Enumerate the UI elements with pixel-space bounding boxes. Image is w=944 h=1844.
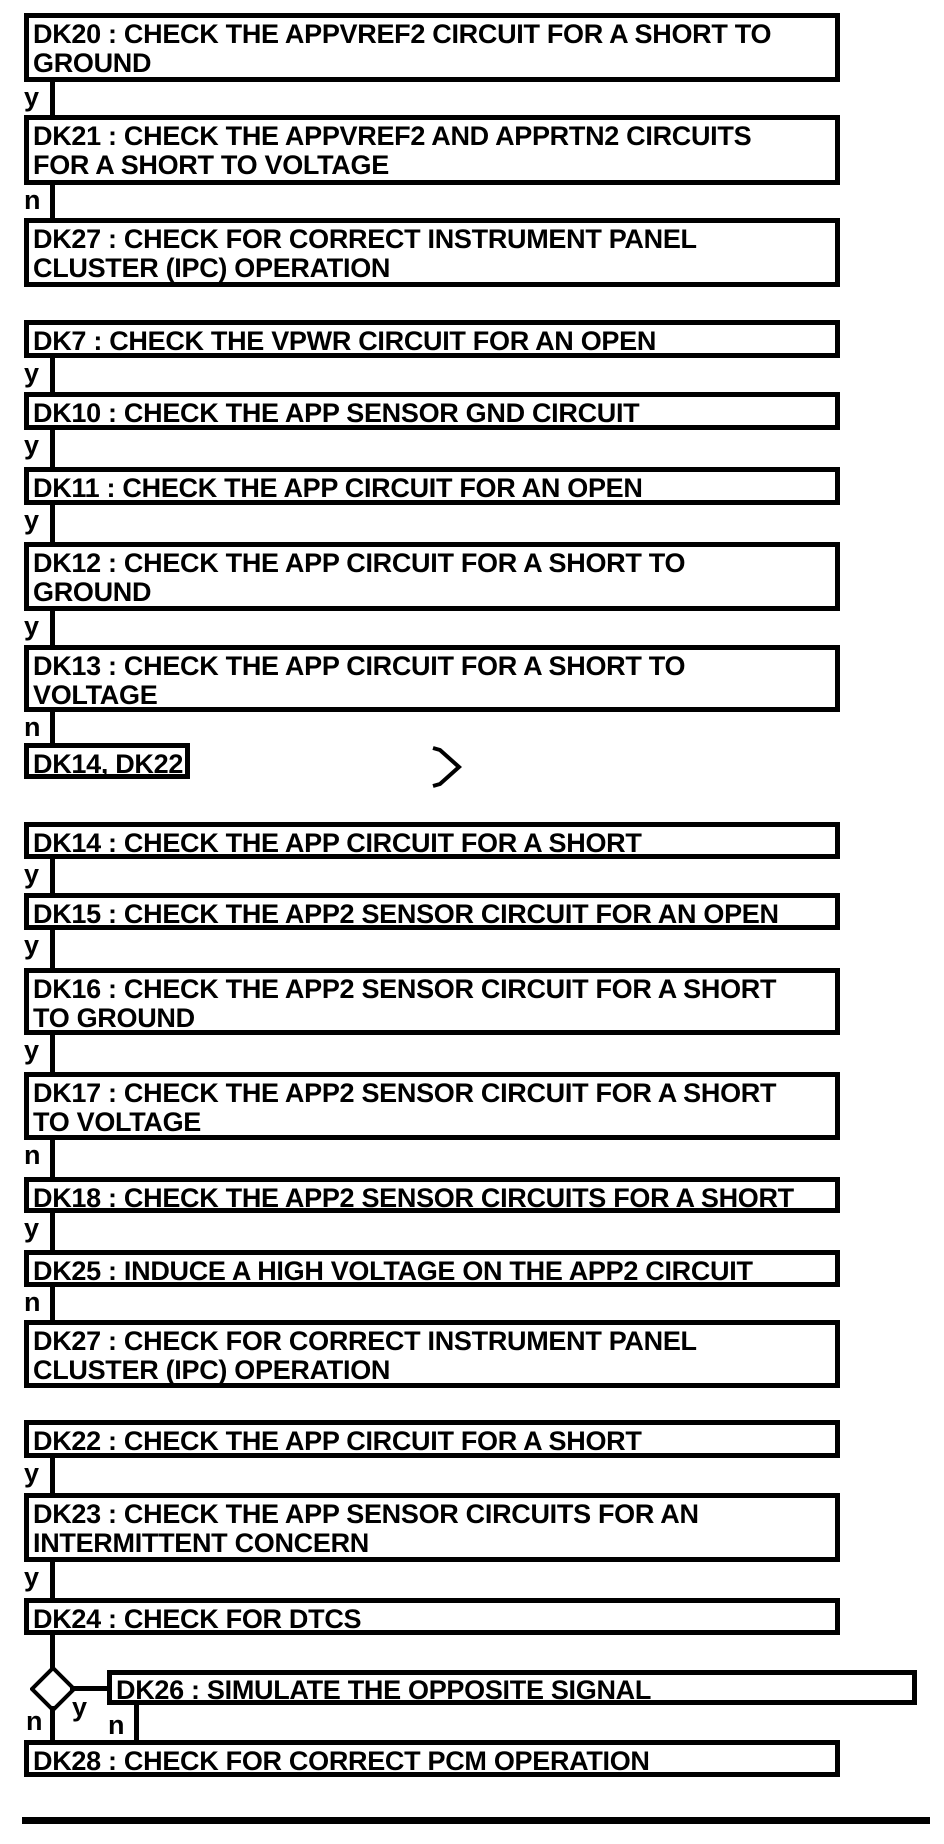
flow-node-dk23: DK23 : CHECK THE APP SENSOR CIRCUITS FOR… xyxy=(24,1493,840,1562)
connector-line xyxy=(50,358,55,392)
node-text: DK22 : CHECK THE APP CIRCUIT FOR A SHORT xyxy=(33,1426,642,1456)
branch-label-yes: y xyxy=(24,1035,40,1065)
connector-line xyxy=(70,1686,112,1691)
node-text: DK28 : CHECK FOR CORRECT PCM OPERATION xyxy=(33,1746,650,1776)
connector-line xyxy=(50,712,55,743)
node-text: GROUND xyxy=(33,577,152,607)
flow-node-dk21: DK21 : CHECK THE APPVREF2 AND APPRTN2 CI… xyxy=(24,115,840,185)
connector-line xyxy=(50,611,55,645)
branch-label-no: n xyxy=(108,1710,125,1740)
node-text: DK24 : CHECK FOR DTCS xyxy=(33,1604,362,1634)
node-text: DK13 : CHECK THE APP CIRCUIT FOR A SHORT… xyxy=(33,651,686,681)
branch-label-yes: y xyxy=(24,1562,40,1592)
node-text: CLUSTER (IPC) OPERATION xyxy=(33,1355,391,1385)
flow-node-dk15: DK15 : CHECK THE APP2 SENSOR CIRCUIT FOR… xyxy=(24,893,840,930)
flow-node-dk27-first: DK27 : CHECK FOR CORRECT INSTRUMENT PANE… xyxy=(24,218,840,287)
flow-node-dk26: DK26 : SIMULATE THE OPPOSITE SIGNAL xyxy=(107,1670,917,1705)
branch-label-yes: y xyxy=(24,358,40,388)
connector-line xyxy=(50,1635,55,1671)
connector-line xyxy=(50,859,55,893)
chevron-right-icon xyxy=(432,746,462,788)
connector-line xyxy=(50,1458,55,1493)
node-text: CLUSTER (IPC) OPERATION xyxy=(33,253,391,283)
flow-node-dk22: DK22 : CHECK THE APP CIRCUIT FOR A SHORT xyxy=(24,1420,840,1458)
node-text: GROUND xyxy=(33,48,152,78)
flow-node-dk14: DK14 : CHECK THE APP CIRCUIT FOR A SHORT xyxy=(24,822,840,859)
flow-node-dk28: DK28 : CHECK FOR CORRECT PCM OPERATION xyxy=(24,1740,840,1777)
flow-node-dk11: DK11 : CHECK THE APP CIRCUIT FOR AN OPEN xyxy=(24,467,840,505)
flow-node-dk18: DK18 : CHECK THE APP2 SENSOR CIRCUITS FO… xyxy=(24,1177,840,1213)
connector-line xyxy=(50,82,55,115)
branch-label-no: n xyxy=(26,1706,43,1736)
flow-node-dk17: DK17 : CHECK THE APP2 SENSOR CIRCUIT FOR… xyxy=(24,1072,840,1140)
branch-label-yes: y xyxy=(24,82,40,112)
node-text: DK16 : CHECK THE APP2 SENSOR CIRCUIT FOR… xyxy=(33,974,777,1004)
node-text: FOR A SHORT TO VOLTAGE xyxy=(33,150,389,180)
node-text: DK21 : CHECK THE APPVREF2 AND APPRTN2 CI… xyxy=(33,121,752,151)
connector-line xyxy=(50,1140,55,1177)
node-text: DK7 : CHECK THE VPWR CIRCUIT FOR AN OPEN xyxy=(33,326,657,356)
connector-line xyxy=(50,430,55,467)
node-text: INTERMITTENT CONCERN xyxy=(33,1528,369,1558)
node-text: DK17 : CHECK THE APP2 SENSOR CIRCUIT FOR… xyxy=(33,1078,777,1108)
node-text: DK23 : CHECK THE APP SENSOR CIRCUITS FOR… xyxy=(33,1499,699,1529)
node-text: TO GROUND xyxy=(33,1003,195,1033)
node-text: DK14, DK22 xyxy=(33,749,184,779)
flow-node-dk16: DK16 : CHECK THE APP2 SENSOR CIRCUIT FOR… xyxy=(24,968,840,1035)
connector-line xyxy=(50,185,55,218)
branch-label-no: n xyxy=(24,712,41,742)
node-text: TO VOLTAGE xyxy=(33,1107,202,1137)
branch-label-yes: y xyxy=(24,505,40,535)
branch-label-no: n xyxy=(24,1140,41,1170)
connector-line xyxy=(50,1706,55,1740)
flow-node-dk27-second: DK27 : CHECK FOR CORRECT INSTRUMENT PANE… xyxy=(24,1320,840,1388)
branch-label-yes: y xyxy=(24,1213,40,1243)
flow-node-dk7: DK7 : CHECK THE VPWR CIRCUIT FOR AN OPEN xyxy=(24,320,840,358)
flow-node-dk25: DK25 : INDUCE A HIGH VOLTAGE ON THE APP2… xyxy=(24,1250,840,1287)
node-text: DK27 : CHECK FOR CORRECT INSTRUMENT PANE… xyxy=(33,1326,697,1356)
node-text: DK27 : CHECK FOR CORRECT INSTRUMENT PANE… xyxy=(33,224,697,254)
branch-label-yes: y xyxy=(72,1692,88,1722)
flow-node-dk24: DK24 : CHECK FOR DTCS xyxy=(24,1598,840,1635)
branch-label-no: n xyxy=(24,1287,41,1317)
flow-node-dk12: DK12 : CHECK THE APP CIRCUIT FOR A SHORT… xyxy=(24,542,840,611)
branch-label-yes: y xyxy=(24,430,40,460)
connector-line xyxy=(50,930,55,968)
connector-line xyxy=(50,1287,55,1320)
flow-node-dk14-dk22-ref: DK14, DK22 xyxy=(24,743,190,779)
branch-label-yes: y xyxy=(24,930,40,960)
node-text: DK14 : CHECK THE APP CIRCUIT FOR A SHORT xyxy=(33,828,642,858)
branch-label-yes: y xyxy=(24,1458,40,1488)
bottom-divider-rule xyxy=(22,1817,930,1824)
node-text: DK20 : CHECK THE APPVREF2 CIRCUIT FOR A … xyxy=(33,19,772,49)
branch-label-no: n xyxy=(24,185,41,215)
connector-line xyxy=(50,1562,55,1598)
node-text: VOLTAGE xyxy=(33,680,158,710)
connector-line xyxy=(50,1035,55,1072)
connector-line xyxy=(134,1705,139,1740)
node-text: DK10 : CHECK THE APP SENSOR GND CIRCUIT xyxy=(33,398,640,428)
branch-label-yes: y xyxy=(24,859,40,889)
flow-node-dk13: DK13 : CHECK THE APP CIRCUIT FOR A SHORT… xyxy=(24,645,840,712)
node-text: DK11 : CHECK THE APP CIRCUIT FOR AN OPEN xyxy=(33,473,643,503)
branch-label-yes: y xyxy=(24,611,40,641)
connector-line xyxy=(50,1213,55,1250)
node-text: DK25 : INDUCE A HIGH VOLTAGE ON THE APP2… xyxy=(33,1256,753,1286)
connector-line xyxy=(50,505,55,542)
node-text: DK12 : CHECK THE APP CIRCUIT FOR A SHORT… xyxy=(33,548,686,578)
node-text: DK18 : CHECK THE APP2 SENSOR CIRCUITS FO… xyxy=(33,1183,794,1213)
node-text: DK15 : CHECK THE APP2 SENSOR CIRCUIT FOR… xyxy=(33,899,779,929)
flow-node-dk20: DK20 : CHECK THE APPVREF2 CIRCUIT FOR A … xyxy=(24,13,840,82)
flow-node-dk10: DK10 : CHECK THE APP SENSOR GND CIRCUIT xyxy=(24,392,840,430)
node-text: DK26 : SIMULATE THE OPPOSITE SIGNAL xyxy=(116,1675,652,1705)
